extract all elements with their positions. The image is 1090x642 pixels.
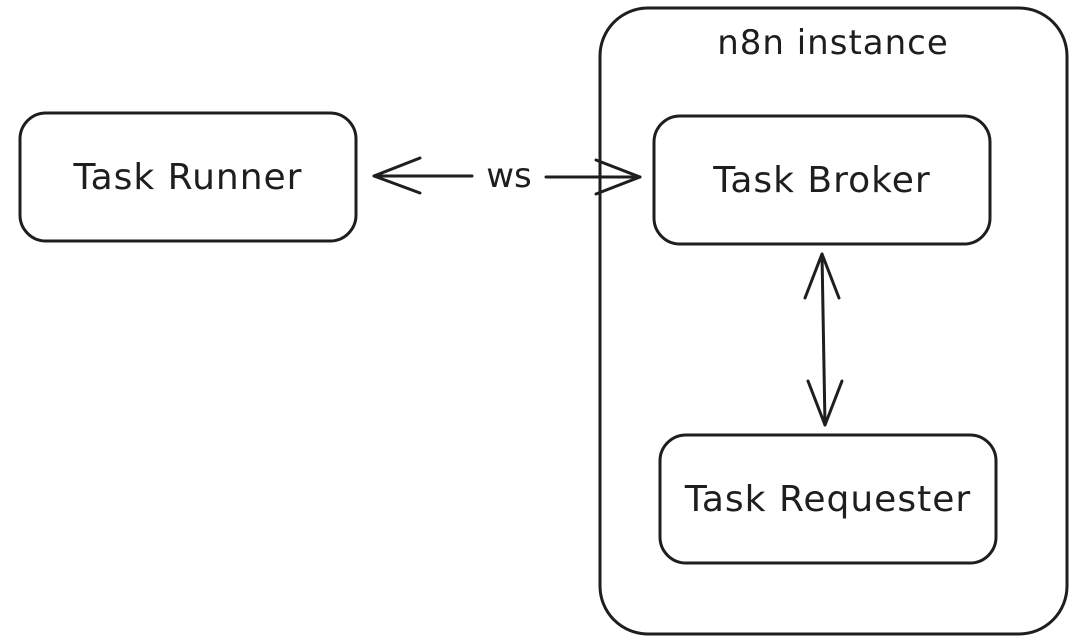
broker-end-arrowhead-vertical: [803, 252, 841, 300]
runner-broker-edge-label: ws: [486, 156, 532, 196]
runner-broker-edge[interactable]: ws: [372, 156, 642, 196]
task-broker-box: [652, 114, 992, 246]
task-broker-label: Task Broker: [712, 160, 930, 201]
broker-end-arrowhead: [594, 158, 642, 196]
broker-requester-edge-line: [820, 252, 827, 427]
n8n-instance-label: n8n instance: [717, 23, 949, 63]
task-requester-label: Task Requester: [684, 479, 971, 520]
task-runner-box: [18, 111, 358, 243]
task-runner-node[interactable]: Task Runner: [18, 111, 358, 243]
task-runner-label: Task Runner: [73, 157, 303, 198]
task-broker-node[interactable]: Task Broker: [652, 114, 992, 246]
requester-end-arrowhead: [806, 379, 844, 427]
task-requester-box: [658, 433, 998, 565]
runner-end-arrowhead: [372, 156, 422, 195]
task-requester-node[interactable]: Task Requester: [658, 433, 998, 565]
broker-requester-edge[interactable]: [803, 252, 844, 427]
n8n-instance-border: [598, 6, 1069, 636]
n8n-instance-container[interactable]: n8n instance: [598, 6, 1069, 636]
